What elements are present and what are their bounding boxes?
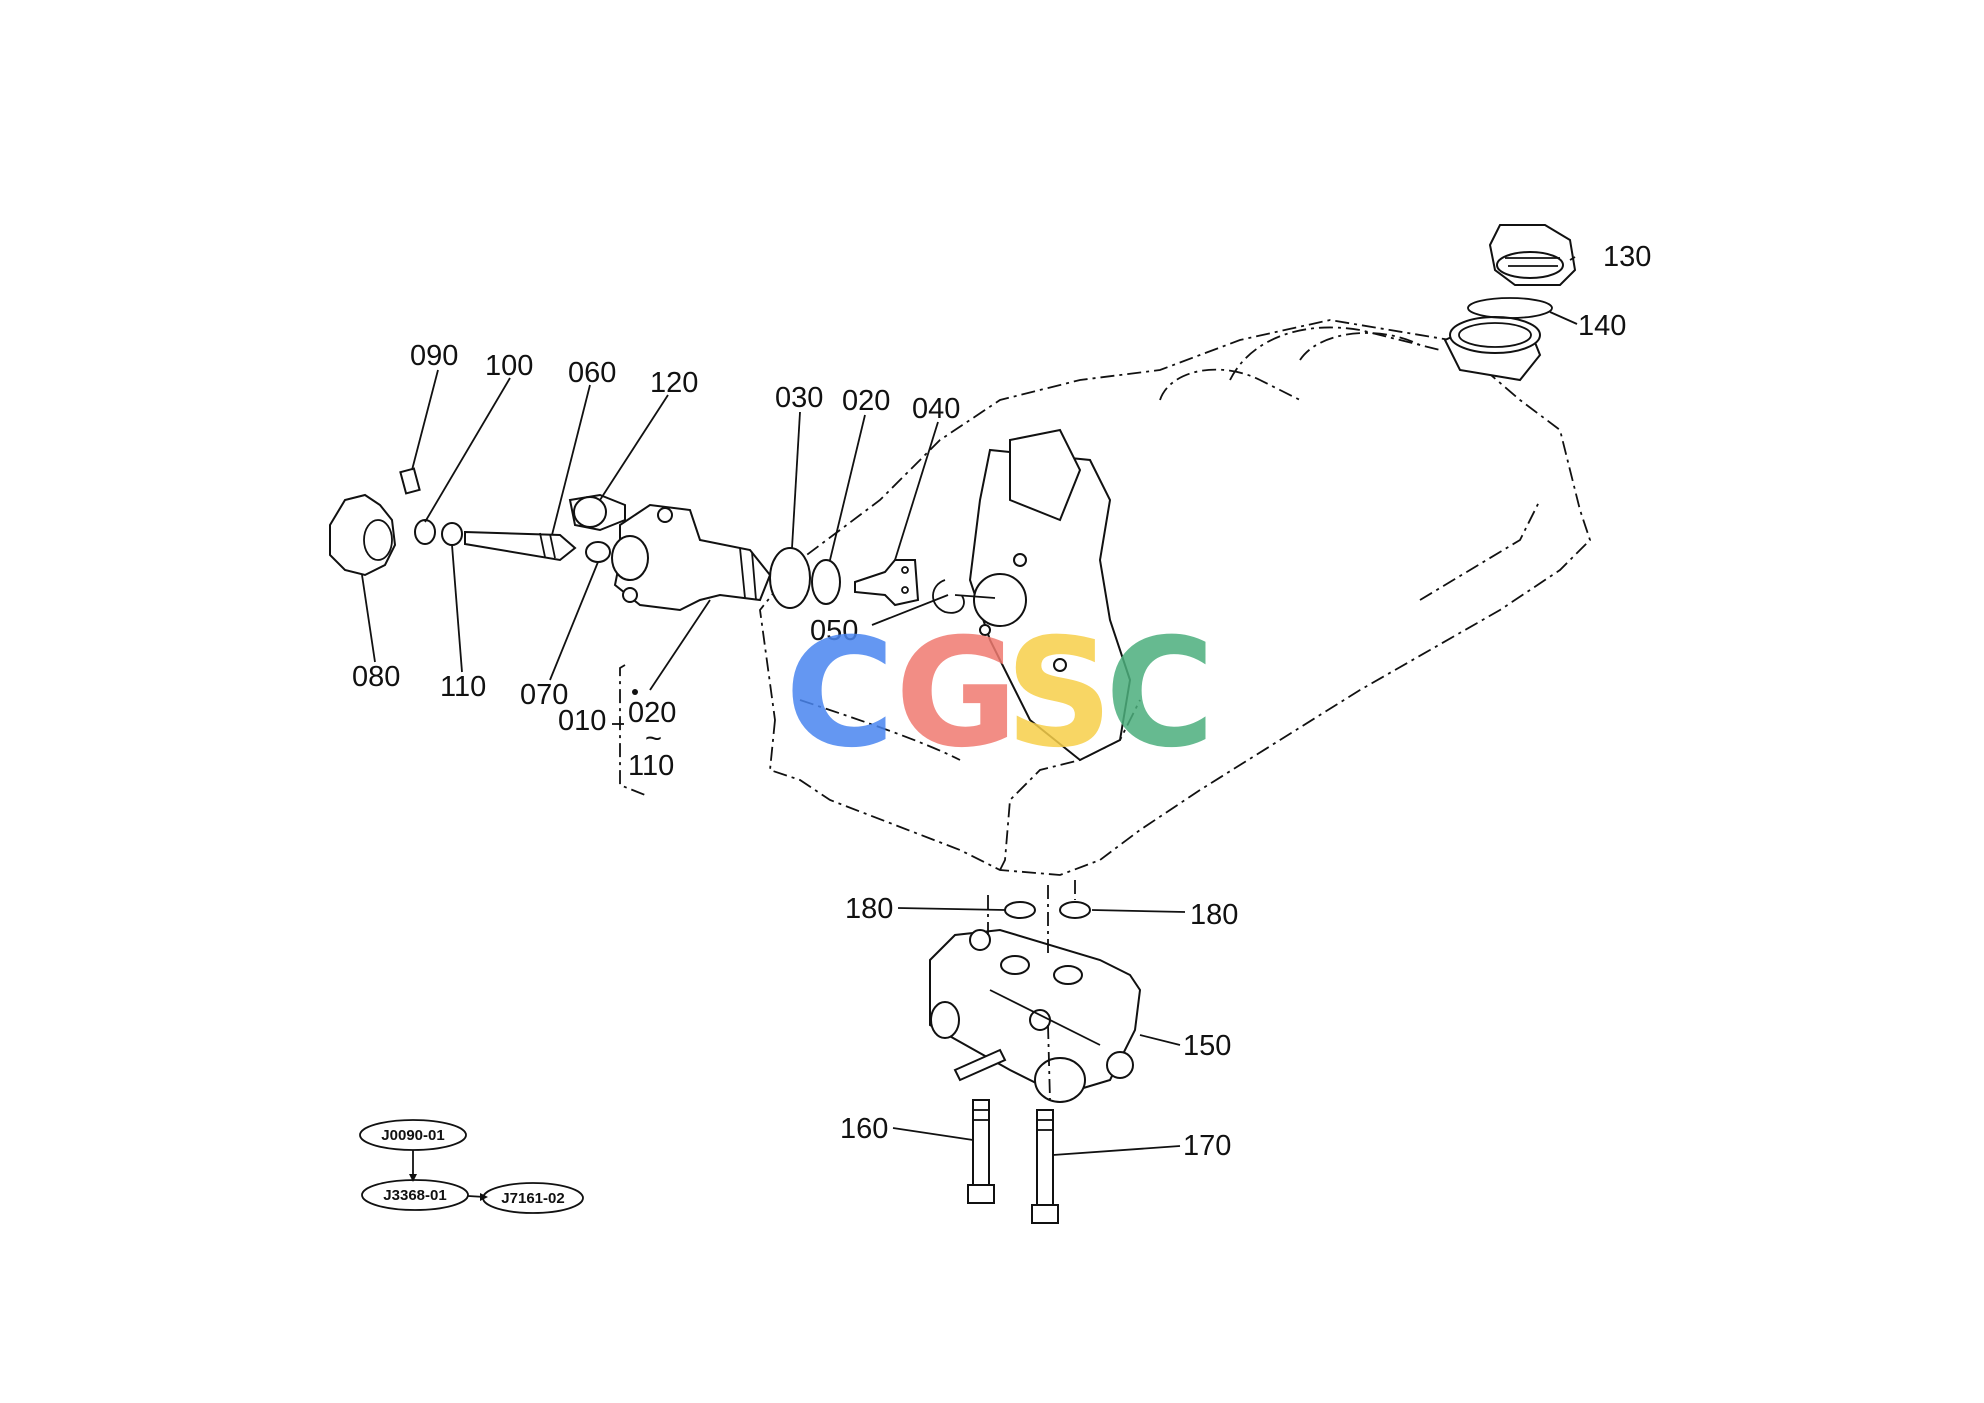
ref-bottom-right: J7161-02 [501,1190,564,1207]
part-100-ring [414,519,436,545]
part-180-ring-left [1004,901,1036,919]
callout-labels: 090 100 060 120 030 020 040 080 110 070 … [352,241,1651,1162]
callout-range-from: 020 [628,697,676,729]
stud-fitting [953,1048,1007,1082]
leader-lines [361,256,1578,1156]
part-140-oring [1467,297,1553,319]
tank-side-face [968,428,1132,762]
part-060-stem [464,530,577,562]
callout-020: 020 [842,385,890,417]
callout-040: 040 [912,393,960,425]
part-080-knob [329,493,397,577]
svg-text:C: C [1105,607,1215,781]
range-bracket [612,664,646,796]
part-160-bolt [967,1099,995,1204]
svg-text:G: G [895,607,1018,781]
ref-top: J0090-01 [381,1127,444,1144]
part-070-oring [585,541,611,563]
ref-bottom-left: J3368-01 [383,1187,446,1204]
callout-range-sep: ~ [645,723,662,755]
callout-180-left: 180 [845,893,893,925]
watermark-logo: C G S C [785,607,1215,781]
callout-range-to: 110 [628,750,674,782]
callout-100: 100 [485,350,533,382]
part-110-washer [441,522,463,546]
callout-010: 010 [558,705,606,737]
callout-030: 030 [775,382,823,414]
valve-assembly [329,467,996,614]
filler-neck [1443,316,1542,382]
callout-130: 130 [1603,241,1651,273]
callout-150: 150 [1183,1030,1231,1062]
part-030-oring [769,547,811,609]
callout-080: 080 [352,661,400,693]
part-180-ring-right [1059,901,1091,919]
part-050-circlip [932,579,965,614]
svg-text:S: S [1005,607,1113,781]
callout-170: 170 [1183,1130,1231,1162]
callout-160: 160 [840,1113,888,1145]
part-040-spool [854,559,920,607]
part-150-block [929,928,1142,1103]
callout-070: 070 [520,679,568,711]
part-170-bolt [1031,1109,1059,1224]
part-130-cap [1488,224,1577,286]
callout-180-right: 180 [1190,899,1238,931]
part-010-body [613,503,772,612]
callout-090: 090 [410,340,458,372]
callout-110: 110 [440,671,486,703]
callout-050: 050 [810,615,858,647]
callout-060: 060 [568,357,616,389]
callout-120: 120 [650,367,698,399]
part-020-oring [811,559,841,605]
svg-text:C: C [785,607,895,781]
callout-140: 140 [1578,310,1626,342]
part-090-screw [399,467,421,495]
reference-flow: J0090-01 J3368-01 J7161-02 [359,1119,584,1214]
